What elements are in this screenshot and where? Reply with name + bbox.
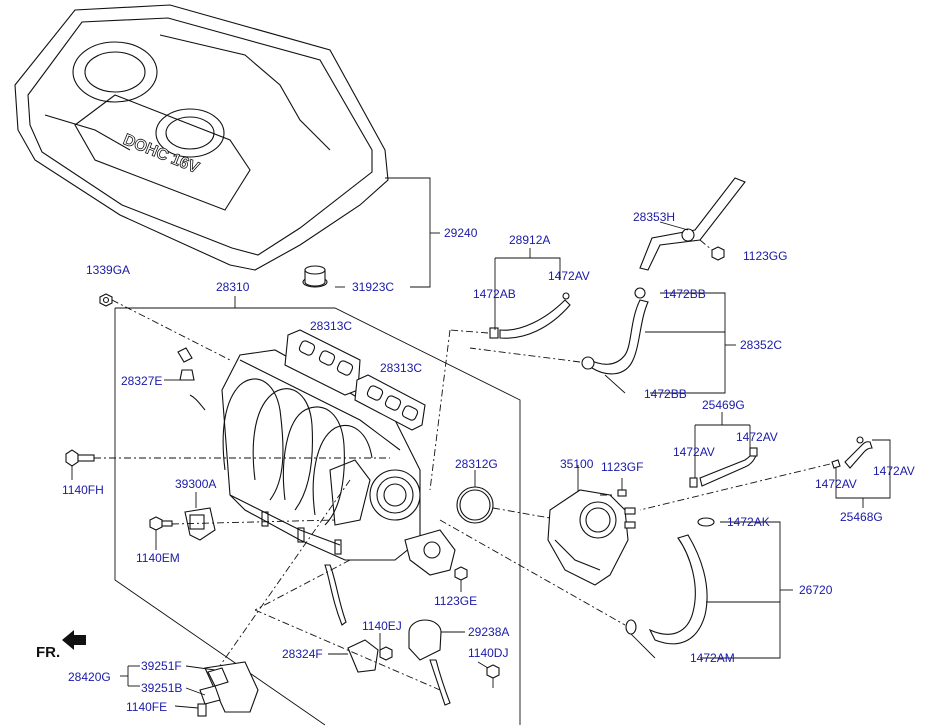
label-1140FH: 1140FH: [62, 483, 104, 497]
bracket-39251B: [197, 685, 221, 717]
label-1339GA: 1339GA: [86, 263, 130, 277]
hose-28912A: [489, 292, 571, 339]
label-39300A: 39300A: [175, 477, 216, 491]
label-1472AV-far-right: 1472AV: [873, 464, 915, 478]
label-1472AV-left: 1472AV: [673, 445, 715, 459]
label-28313C-lower: 28313C: [380, 361, 422, 375]
label-29238A: 29238A: [468, 625, 509, 639]
bolt-1123GG: [711, 246, 725, 261]
gasket-28312G: [456, 486, 494, 524]
label-28327E: 28327E: [121, 374, 162, 388]
label-28420G: 28420G: [68, 670, 111, 684]
label-1472AV-top: 1472AV: [548, 269, 590, 283]
nut-1339GA: [99, 293, 113, 307]
solenoid-valve-28324F: [347, 639, 379, 673]
label-39251F: 39251F: [141, 659, 182, 673]
front-label: FR.: [36, 644, 60, 661]
label-1472AV-right: 1472AV: [736, 430, 778, 444]
label-28310: 28310: [216, 280, 250, 294]
bolt-1140DJ: [486, 664, 500, 688]
hose-25468G: [831, 436, 873, 469]
bolt-1140EM: [149, 516, 173, 531]
front-direction-arrow-icon: [62, 630, 86, 650]
pcv-pipe-28353H: [639, 177, 746, 271]
label-1140FE: 1140FE: [126, 700, 167, 714]
label-1472AV-far-left: 1472AV: [815, 477, 857, 491]
map-sensor-39300A: [184, 507, 216, 541]
bolt-1140FH: [65, 449, 95, 467]
label-1140DJ: 1140DJ: [468, 646, 508, 660]
gasket-28313C-lower: [354, 374, 426, 431]
label-25468G: 25468G: [840, 510, 883, 524]
label-28312G: 28312G: [455, 457, 498, 471]
hose-25469G: [689, 447, 758, 488]
bolt-1140EJ: [379, 646, 393, 661]
label-1472BB-bottom: 1472BB: [644, 387, 687, 401]
label-1472BB-top: 1472BB: [663, 287, 706, 301]
label-26720: 26720: [799, 583, 833, 597]
label-35100: 35100: [560, 457, 594, 471]
label-1123GG: 1123GG: [743, 249, 787, 263]
hose-28352C: [581, 287, 649, 375]
label-31923C: 31923C: [352, 280, 394, 294]
bolt-1123GE: [454, 566, 468, 592]
actuator-29238A: [408, 619, 451, 706]
label-29240: 29240: [444, 226, 478, 240]
label-28353H: 28353H: [633, 210, 675, 224]
label-28352C: 28352C: [740, 338, 782, 352]
label-1140EM: 1140EM: [136, 551, 180, 565]
label-1472AB: 1472AB: [473, 287, 516, 301]
label-28324F: 28324F: [282, 647, 323, 661]
filler-cap: [302, 265, 328, 288]
label-1472AM: 1472AM: [690, 651, 735, 665]
engine-cover: DOHC 16V: [14, 4, 389, 271]
intake-manifold: [221, 349, 421, 561]
label-1472AK: 1472AK: [727, 515, 770, 529]
label-1123GF: 1123GF: [601, 460, 643, 474]
label-28313C-upper: 28313C: [310, 319, 352, 333]
throttle-body-35100: [547, 489, 636, 586]
label-28912A: 28912A: [509, 233, 550, 247]
label-39251B: 39251B: [141, 681, 182, 695]
label-25469G: 25469G: [702, 398, 745, 412]
pcv-valve-28327E: [177, 347, 206, 411]
label-1140EJ: 1140EJ: [362, 619, 402, 633]
label-1123GE: 1123GE: [434, 594, 477, 608]
hose-26720: [625, 517, 715, 645]
valve-bracket: [404, 529, 456, 576]
bolt-1123GF: [617, 478, 627, 497]
